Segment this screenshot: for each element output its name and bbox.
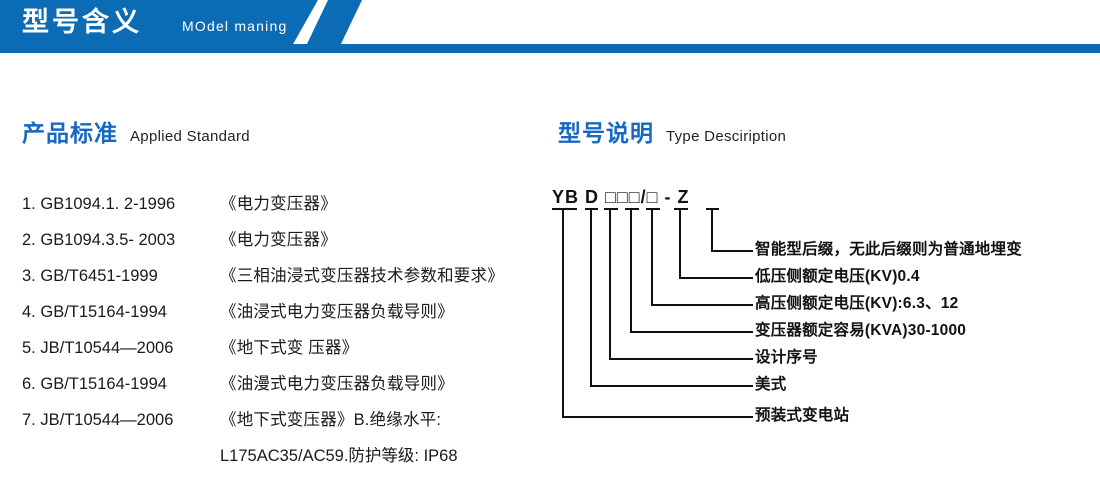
list-item: 4. GB/T15164-1994 《油浸式电力变压器负载导则》: [22, 298, 542, 334]
list-item: 2. GB1094.3.5- 2003 《电力变压器》: [22, 226, 542, 262]
leader-hline-prefab-station: [562, 416, 753, 418]
legend-label-hv-voltage: 高压侧额定电压(KV):6.3、12: [755, 295, 959, 312]
leader-hline-hv-voltage: [651, 304, 753, 306]
standard-index: 2.: [22, 231, 36, 249]
standard-number: GB/T15164-1994: [40, 375, 167, 393]
standard-name: 《油浸式电力变压器负载导则》: [220, 303, 454, 321]
model-code-string: YB D □□□/□ - Z: [552, 187, 690, 207]
header-accent-rule: [0, 44, 1100, 53]
standard-index: 6.: [22, 375, 36, 393]
leader-hline-suffix-z: [711, 250, 753, 252]
header-title-cn: 型号含义: [22, 7, 142, 37]
list-item: 7. JB/T10544—2006 《地下式变压器》B.绝缘水平:: [22, 406, 542, 442]
standard-index: 3.: [22, 267, 36, 285]
section-title-en: Applied Standard: [130, 128, 250, 145]
standard-code: 5. JB/T10544—2006: [22, 339, 220, 358]
header-wedge-shape: [306, 0, 362, 46]
legend-label-lv-voltage: 低压侧额定电压(KV)0.4: [755, 268, 920, 285]
standards-list: 1. GB1094.1. 2-1996 《电力变压器》 2. GB1094.3.…: [22, 190, 542, 478]
legend-label-rated-capacity: 变压器额定容易(KVA)30-1000: [755, 322, 967, 339]
standard-name: 《油漫式电力变压器负载导则》: [220, 375, 454, 393]
leader-hline-design-serial: [609, 358, 753, 360]
standard-code: 3. GB/T6451-1999: [22, 267, 220, 286]
leader-vline-prefab-station: [562, 210, 564, 418]
code-tick-yb: [552, 208, 577, 210]
leader-hline-rated-capacity: [630, 331, 753, 333]
standard-number: GB/T6451-1999: [40, 267, 158, 285]
standard-number: JB/T10544—2006: [40, 339, 174, 357]
leader-vline-american-style: [590, 210, 592, 387]
standard-name: 《电力变压器》: [220, 195, 337, 213]
section-title-cn: 型号说明: [558, 120, 654, 146]
legend-label-design-serial: 设计序号: [755, 349, 818, 366]
code-tick-box4: [674, 208, 688, 210]
standard-number: JB/T10544—2006: [40, 411, 174, 429]
list-item: 5. JB/T10544—2006 《地下式变 压器》: [22, 334, 542, 370]
list-item: 6. GB/T15164-1994 《油漫式电力变压器负载导则》: [22, 370, 542, 406]
leader-vline-rated-capacity: [630, 210, 632, 333]
standard-code: 4. GB/T15164-1994: [22, 303, 220, 322]
leader-hline-lv-voltage: [679, 277, 753, 279]
leader-hline-american-style: [590, 385, 753, 387]
list-item: 1. GB1094.1. 2-1996 《电力变压器》: [22, 190, 542, 226]
section-title-en: Type Desciription: [666, 128, 787, 145]
standard-code: 1. GB1094.1. 2-1996: [22, 195, 220, 214]
standard-number: GB/T15164-1994: [40, 303, 167, 321]
leader-vline-design-serial: [609, 210, 611, 360]
standard-index: 7.: [22, 411, 36, 429]
standard-name: 《电力变压器》: [220, 231, 337, 249]
standard-code: 6. GB/T15164-1994: [22, 375, 220, 394]
list-item: 3. GB/T6451-1999 《三相油浸式变压器技术参数和要求》: [22, 262, 542, 298]
standard-name: 《地下式变 压器》: [220, 339, 359, 357]
section-title-cn: 产品标准: [22, 120, 118, 146]
leader-vline-suffix-z: [711, 210, 713, 252]
header-title-en: MOdel maning: [182, 18, 288, 34]
standard-index: 1.: [22, 195, 36, 213]
standard-name: 《地下式变压器》B.绝缘水平:: [220, 411, 442, 429]
standard-index: 4.: [22, 303, 36, 321]
leader-vline-hv-voltage: [651, 210, 653, 306]
leader-vline-lv-voltage: [679, 210, 681, 279]
standard-continuation-text: L175AC35/AC59.防护等级: IP68: [220, 447, 458, 465]
standard-continuation-line: L175AC35/AC59.防护等级: IP68: [22, 442, 542, 478]
code-tick-z: [706, 208, 719, 210]
standard-code: 2. GB1094.3.5- 2003: [22, 231, 220, 250]
standard-name: 《三相油浸式变压器技术参数和要求》: [220, 267, 504, 285]
standard-number: GB1094.1. 2-1996: [40, 195, 176, 213]
section-title-applied-standard: 产品标准 Applied Standard: [22, 118, 250, 152]
standard-index: 5.: [22, 339, 36, 357]
section-title-type-description: 型号说明 Type Desciription: [558, 118, 786, 152]
legend-label-suffix-z: 智能型后缀，无此后缀则为普通地埋变: [755, 241, 1022, 258]
page-header: 型号含义 MOdel maning: [0, 0, 1100, 56]
code-tick-d: [585, 208, 598, 210]
legend-label-american-style: 美式: [755, 376, 787, 393]
header-banner-shape: [0, 0, 318, 46]
code-tick-box2: [625, 208, 639, 210]
standard-number: GB1094.3.5- 2003: [40, 231, 176, 249]
standard-code: 7. JB/T10544—2006: [22, 411, 220, 430]
type-code-diagram: YB D □□□/□ - Z 智能型后缀，无此后缀则为普通地埋变 低压侧额定电压…: [548, 186, 1088, 436]
legend-label-prefab-station: 预装式变电站: [755, 407, 850, 424]
code-tick-box3: [646, 208, 660, 210]
code-tick-box1: [604, 208, 618, 210]
